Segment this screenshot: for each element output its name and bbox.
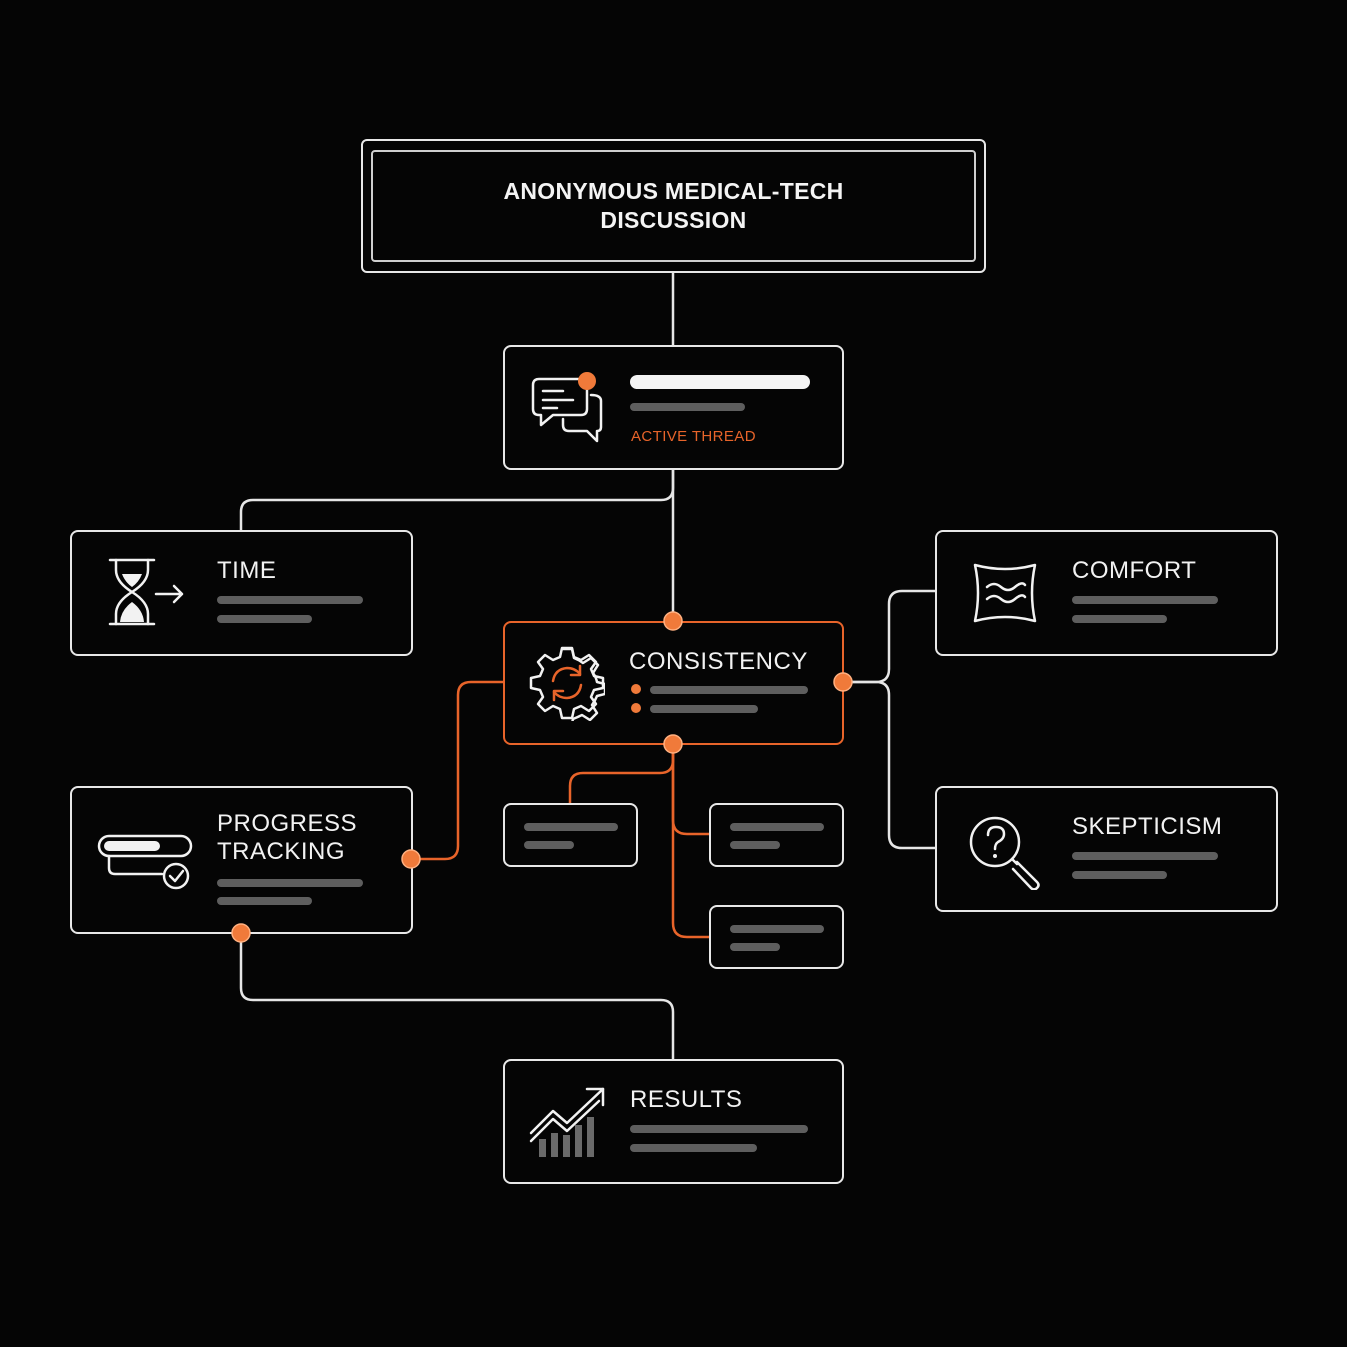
- subnode-line1: [524, 823, 618, 831]
- bullet-dot: [631, 684, 641, 694]
- node-progress-label-line2: TRACKING: [217, 838, 346, 865]
- handle-consistency-top: [663, 611, 683, 631]
- connector-consistency-comfort: [841, 589, 937, 684]
- node-results-line2: [630, 1144, 757, 1152]
- connector-progress-results: [239, 931, 675, 1061]
- node-progress-line1: [217, 879, 363, 887]
- node-consistency-label: CONSISTENCY: [629, 648, 808, 675]
- progress-check-icon: [97, 834, 193, 890]
- node-time[interactable]: TIME: [70, 530, 413, 656]
- handle-progress-right: [401, 849, 421, 869]
- node-comfort-line2: [1072, 615, 1167, 623]
- node-comfort[interactable]: COMFORT: [935, 530, 1278, 656]
- node-time-label: TIME: [217, 557, 277, 584]
- thread-status-label: ACTIVE THREAD: [631, 428, 756, 445]
- handle-consistency-bottom: [663, 734, 683, 754]
- title-inner-frame: ANONYMOUS MEDICAL-TECH DISCUSSION: [371, 150, 976, 262]
- consistency-subnode-3[interactable]: [709, 905, 844, 969]
- node-active-thread[interactable]: ACTIVE THREAD: [503, 345, 844, 470]
- pillow-icon: [973, 563, 1037, 623]
- connector-consistency-sub3: [671, 742, 711, 939]
- subnode-line1: [730, 823, 824, 831]
- node-skepticism-line1: [1072, 852, 1218, 860]
- thread-subtitle-placeholder: [630, 403, 745, 411]
- subnode-line2: [524, 841, 574, 849]
- node-progress-label-line1: PROGRESS: [217, 810, 358, 837]
- bullet-dot: [631, 703, 641, 713]
- connector-thread-time: [239, 467, 675, 532]
- node-skepticism[interactable]: SKEPTICISM: [935, 786, 1278, 912]
- thread-title-placeholder: [630, 375, 810, 389]
- node-results-line1: [630, 1125, 808, 1133]
- question-magnifier-icon: [969, 816, 1040, 890]
- node-results[interactable]: RESULTS: [503, 1059, 844, 1184]
- chat-bubbles-icon: [531, 372, 603, 443]
- node-consistency-line2: [650, 705, 758, 713]
- node-skepticism-label: SKEPTICISM: [1072, 813, 1223, 840]
- node-results-label: RESULTS: [630, 1086, 743, 1113]
- connector-consistency-progress: [409, 680, 505, 861]
- node-progress-tracking[interactable]: PROGRESS TRACKING: [70, 786, 413, 934]
- hourglass-icon: [108, 558, 184, 626]
- node-comfort-line1: [1072, 596, 1218, 604]
- subnode-line2: [730, 943, 780, 951]
- node-skepticism-line2: [1072, 871, 1167, 879]
- title-box: ANONYMOUS MEDICAL-TECH DISCUSSION: [361, 139, 986, 273]
- diagram-title: ANONYMOUS MEDICAL-TECH DISCUSSION: [503, 178, 844, 233]
- subnode-line2: [730, 841, 780, 849]
- consistency-subnode-2[interactable]: [709, 803, 844, 867]
- handle-progress-bottom: [231, 923, 251, 943]
- node-comfort-label: COMFORT: [1072, 557, 1197, 584]
- gear-sync-icon: [529, 646, 605, 721]
- node-progress-line2: [217, 897, 312, 905]
- connector-consistency-skepticism: [841, 680, 937, 850]
- node-time-line1: [217, 596, 363, 604]
- growth-chart-icon: [529, 1087, 605, 1157]
- node-consistency-line1: [650, 686, 808, 694]
- subnode-line1: [730, 925, 824, 933]
- consistency-subnode-1[interactable]: [503, 803, 638, 867]
- node-time-line2: [217, 615, 312, 623]
- handle-consistency-right: [833, 672, 853, 692]
